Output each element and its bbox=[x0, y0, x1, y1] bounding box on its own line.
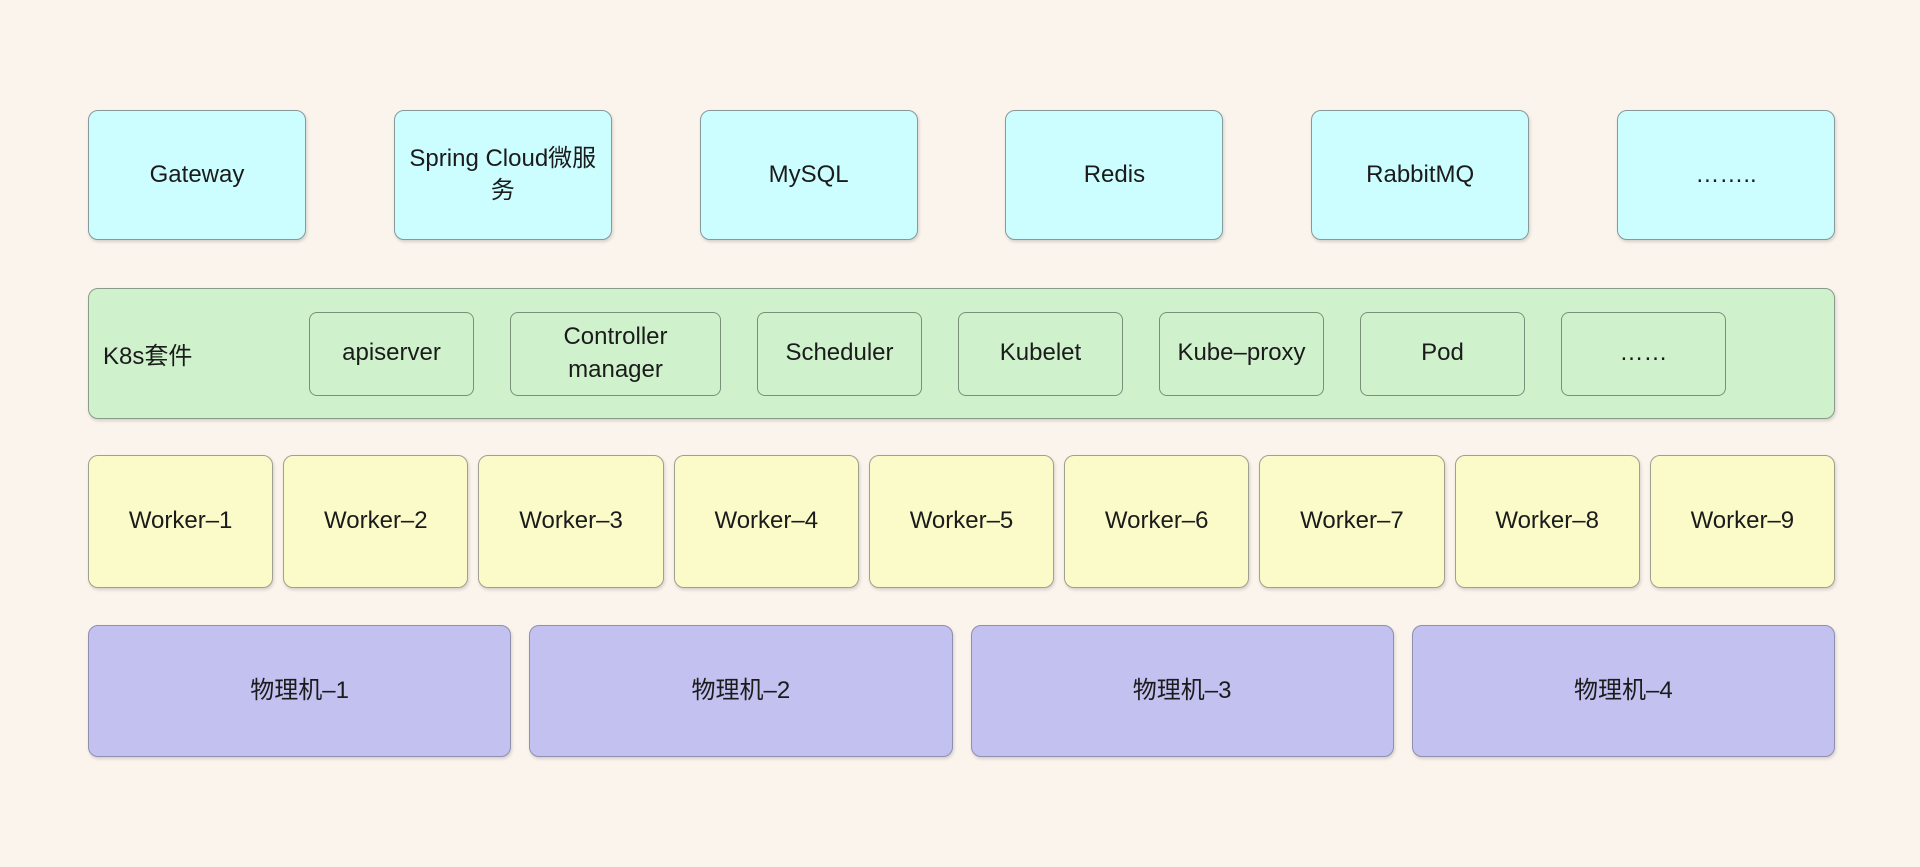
service-box-spring-cloud: Spring Cloud微服务 bbox=[393, 110, 612, 240]
worker-box-4: Worker–4 bbox=[673, 455, 859, 588]
service-box-ellipsis: …….. bbox=[1616, 110, 1835, 240]
worker-box-3: Worker–3 bbox=[478, 455, 664, 588]
worker-box-2: Worker–2 bbox=[283, 455, 469, 588]
k8s-box-kube-proxy: Kube–proxy bbox=[1159, 311, 1324, 396]
k8s-components: apiserver Controller manager Scheduler K… bbox=[309, 311, 1726, 396]
k8s-box-pod: Pod bbox=[1360, 311, 1525, 396]
machine-box-4: 物理机–4 bbox=[1411, 625, 1835, 757]
service-box-rabbitmq: RabbitMQ bbox=[1311, 110, 1530, 240]
k8s-box-ellipsis: …… bbox=[1561, 311, 1726, 396]
service-box-gateway: Gateway bbox=[88, 110, 306, 240]
worker-box-5: Worker–5 bbox=[868, 455, 1055, 588]
service-box-mysql: MySQL bbox=[699, 110, 918, 240]
workers-row: Worker–1 Worker–2 Worker–3 Worker–4 Work… bbox=[88, 455, 1835, 588]
machines-row: 物理机–1 物理机–2 物理机–3 物理机–4 bbox=[88, 625, 1835, 757]
worker-box-1: Worker–1 bbox=[88, 455, 274, 588]
k8s-box-kubelet: Kubelet bbox=[958, 311, 1123, 396]
k8s-box-apiserver: apiserver bbox=[309, 311, 474, 396]
architecture-diagram: Gateway Spring Cloud微服务 MySQL Redis Rabb… bbox=[88, 110, 1835, 757]
services-row: Gateway Spring Cloud微服务 MySQL Redis Rabb… bbox=[88, 110, 1835, 240]
k8s-box-controller-manager: Controller manager bbox=[510, 311, 721, 396]
worker-box-7: Worker–7 bbox=[1259, 455, 1445, 588]
machine-box-2: 物理机–2 bbox=[529, 625, 953, 757]
machine-box-1: 物理机–1 bbox=[88, 625, 512, 757]
worker-box-9: Worker–9 bbox=[1649, 455, 1835, 588]
worker-box-8: Worker–8 bbox=[1454, 455, 1640, 588]
k8s-container: K8s套件 apiserver Controller manager Sched… bbox=[88, 288, 1835, 419]
machine-box-3: 物理机–3 bbox=[970, 625, 1394, 757]
k8s-box-scheduler: Scheduler bbox=[757, 311, 922, 396]
worker-box-6: Worker–6 bbox=[1064, 455, 1250, 588]
k8s-suite-label: K8s套件 bbox=[103, 343, 193, 370]
service-box-redis: Redis bbox=[1005, 110, 1224, 240]
